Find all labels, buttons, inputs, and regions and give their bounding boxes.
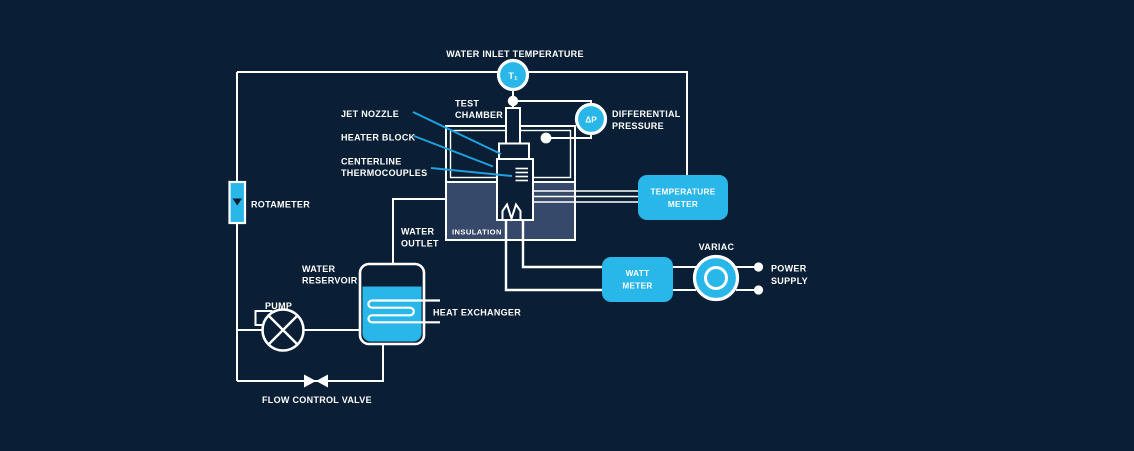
t1-sensor: T₁ (496, 58, 530, 92)
water-outlet-label-line1: WATER (401, 227, 435, 237)
jet-nozzle-block (498, 142, 530, 161)
insulation-label: INSULATION (452, 228, 502, 237)
water-outlet-label-line2: OUTLET (401, 239, 439, 249)
rotameter-device (228, 180, 247, 225)
heat-exchanger-coil (367, 299, 440, 324)
thermocouples-leader (430, 167, 513, 177)
pump-device (254, 308, 305, 352)
chamber-pressure-tap-dot (540, 132, 552, 144)
test-chamber-label-line2: CHAMBER (455, 110, 503, 120)
jet-nozzle-label: JET NOZZLE (341, 109, 399, 119)
inlet-line-and-t1-wire (237, 71, 688, 175)
pump-cross-icon (267, 314, 299, 346)
t1-sensor-label: T₁ (508, 71, 517, 81)
differential-pressure-label-line1: DIFFERENTIAL (612, 109, 681, 119)
water-reservoir-label-line1: WATER (302, 264, 336, 274)
variac-dial-icon (704, 266, 728, 290)
jet-nozzle-leader (412, 111, 502, 155)
heat-exchanger-label: HEAT EXCHANGER (433, 308, 521, 318)
centerline-thermocouples-label-line2: THERMOCOUPLES (341, 168, 427, 178)
heater-power-leads (504, 220, 602, 292)
water-reservoir-tank (358, 262, 440, 346)
temperature-meter-label-line2: METER (668, 200, 698, 209)
watt-meter-label-line2: METER (622, 282, 652, 291)
piping (236, 71, 688, 382)
variac-label: VARIAC (699, 242, 735, 252)
watt-meter-label-line1: WATT (626, 269, 650, 278)
nozzle-tube (505, 107, 521, 146)
pump-label: PUMP (265, 301, 292, 311)
dp-sensor: ΔP (574, 102, 608, 136)
heater-block-leader (413, 135, 494, 168)
bypass-line (237, 344, 384, 382)
power-wiring (673, 262, 764, 295)
power-terminal-bottom (753, 285, 764, 295)
power-supply-label-line2: SUPPLY (771, 276, 808, 286)
power-supply-label-line1: POWER (771, 264, 807, 274)
differential-pressure-label-line2: PRESSURE (612, 121, 664, 131)
callout-leaders (412, 111, 513, 177)
flow-control-valve-label: FLOW CONTROL VALVE (262, 395, 372, 405)
centerline-thermocouples-label-line1: CENTERLINE (341, 157, 402, 167)
temperature-meter-box (638, 175, 728, 220)
rotameter-label: ROTAMETER (251, 200, 310, 210)
heater-block-label: HEATER BLOCK (341, 133, 416, 143)
power-terminal-top (753, 262, 764, 272)
thermocouple-wires (533, 190, 638, 203)
watt-meter-box (602, 257, 673, 302)
water-reservoir-label-line2: RESERVOIR (302, 276, 358, 286)
test-chamber-label-line1: TEST (455, 99, 479, 109)
heating-element-coil (501, 202, 522, 222)
water-inlet-temperature-label: WATER INLET TEMPERATURE (446, 49, 584, 59)
variac-device (692, 254, 740, 302)
flow-control-valve-icon (304, 374, 328, 388)
rotameter-float-icon (232, 198, 242, 206)
centerline-thermocouple-marks (515, 167, 528, 182)
temperature-meter-label-line1: TEMPERATURE (650, 188, 715, 197)
inlet-pressure-tap-dot (507, 95, 519, 107)
dp-sensor-label: ΔP (585, 115, 597, 125)
